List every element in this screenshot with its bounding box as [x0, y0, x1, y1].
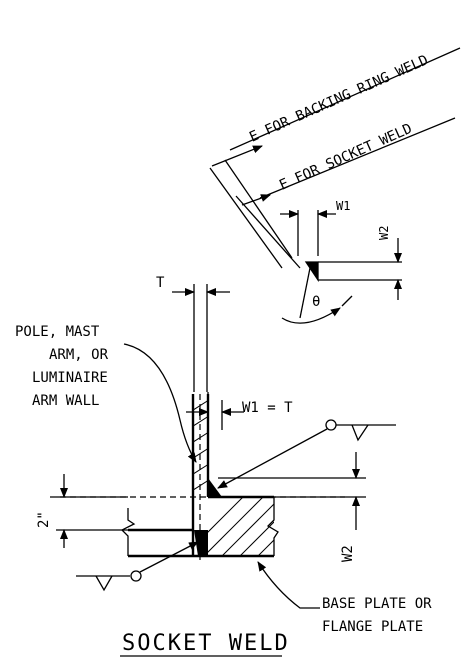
w2-lower-dimension: W2	[218, 452, 366, 562]
t-dimension: T	[156, 275, 230, 392]
w2-lower-label: W2	[340, 545, 356, 562]
wall-label-2: ARM, OR	[49, 347, 109, 363]
weld-size-detail: W1 W2 θ	[280, 199, 402, 324]
theta-label: θ	[312, 294, 320, 310]
base-label-1: BASE PLATE OR	[322, 596, 432, 612]
w1-equals-t-callout: W1 = T	[186, 392, 396, 489]
two-inch-label: 2"	[36, 511, 52, 528]
wall-label-1: POLE, MAST	[15, 324, 100, 340]
pole-wall	[191, 394, 222, 560]
w2-label: W2	[377, 226, 391, 240]
w1-label: W1	[336, 199, 350, 213]
base-label-2: FLANGE PLATE	[322, 619, 423, 635]
wall-label-3: LUMINAIRE	[32, 370, 108, 386]
wall-label-4: ARM WALL	[32, 393, 99, 409]
two-inch-dimension: 2"	[36, 474, 128, 548]
title-group: SOCKET WELD	[120, 631, 290, 657]
socket-weld-e-label: E FOR SOCKET WELD	[277, 121, 414, 194]
lower-weld-symbol	[76, 541, 199, 592]
e-socket-weld-dimension: E FOR SOCKET WELD	[235, 117, 456, 269]
t-label: T	[156, 275, 165, 291]
diagram-title: SOCKET WELD	[122, 631, 290, 656]
wall-label-group: POLE, MAST ARM, OR LUMINAIRE ARM WALL	[15, 324, 197, 463]
w1-eq-t-label: W1 = T	[242, 400, 293, 416]
base-plate-label-group: BASE PLATE OR FLANGE PLATE	[257, 561, 432, 635]
